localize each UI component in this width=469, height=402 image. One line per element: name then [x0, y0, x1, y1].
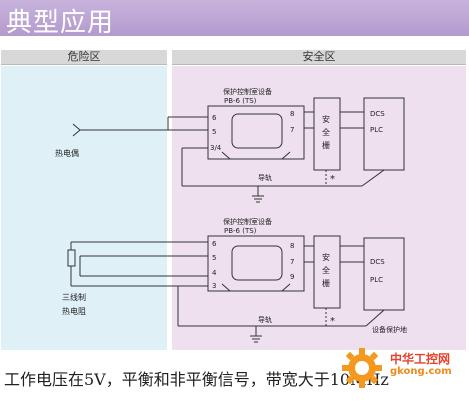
- terminal-label: 3/4: [210, 144, 222, 152]
- dcs-plc-box: [363, 237, 405, 311]
- danger-zone-header: 危险区: [1, 50, 167, 65]
- terminal-label: 7: [290, 126, 294, 134]
- terminal-label: 8: [290, 242, 294, 250]
- terminal-label: 8: [290, 110, 294, 118]
- watermark-logo: 中华工控网 gkong.com: [338, 340, 466, 398]
- terminal-label: 4: [212, 269, 217, 277]
- terminal-label: 3: [212, 282, 216, 290]
- title-bar: 典型应用: [0, 0, 469, 38]
- star-mark: *: [330, 316, 335, 327]
- barrier-char: 安: [322, 252, 330, 262]
- ground-icon: [252, 186, 264, 203]
- device-label: 保护控制室设备: [223, 87, 272, 96]
- module-body: [231, 113, 283, 149]
- dcs-label: DCS: [370, 110, 385, 118]
- terminal-label: 5: [212, 128, 216, 136]
- barrier-char: 安: [322, 114, 330, 124]
- safety-barrier: [313, 235, 341, 309]
- plc-label: PLC: [370, 276, 383, 284]
- caption: 工作电压在5V，平衡和非平衡信号，带宽大于10MHz: [4, 370, 389, 389]
- ground-icon: [250, 326, 262, 343]
- terminal-label: 6: [212, 114, 217, 122]
- star-mark: *: [330, 174, 335, 185]
- sensor-label: 热电偶: [55, 148, 79, 158]
- terminal-label: 7: [290, 258, 294, 266]
- dcs-label: DCS: [370, 258, 385, 266]
- device-label: 保护控制室设备: [223, 217, 272, 226]
- page-title: 典型应用: [6, 8, 115, 38]
- gear-icon: [342, 348, 382, 388]
- terminal-label: 9: [290, 273, 294, 281]
- watermark-text: 中华工控网: [390, 352, 451, 366]
- rail-label: 导轨: [258, 315, 272, 324]
- barrier-char: 栅: [322, 140, 330, 150]
- barrier-char: 全: [322, 265, 330, 275]
- rtd-icon: [67, 249, 76, 267]
- zone-divider: [167, 66, 171, 350]
- sensor-label-line1: 三线制: [62, 292, 86, 302]
- ground-label: 设备保护地: [372, 325, 407, 334]
- barrier-char: 全: [322, 127, 330, 137]
- thermocouple-icon: [72, 123, 81, 137]
- plc-label: PLC: [370, 126, 383, 134]
- terminal-label: 6: [212, 240, 217, 248]
- danger-zone: [1, 66, 167, 350]
- sensor-label-line2: 热电阻: [62, 306, 86, 316]
- dcs-plc-box: [363, 97, 405, 171]
- watermark-subtext: gkong.com: [390, 366, 452, 377]
- model-label: PB-6 (TS): [224, 227, 257, 235]
- diagram-2: 三线制 热电阻 保护控制室设备 PB-6 (TS) 6 5 4 3 8 7 9 …: [62, 217, 407, 343]
- model-label: PB-6 (TS): [224, 97, 257, 105]
- rail-label: 导轨: [258, 173, 272, 182]
- module-body: [231, 245, 283, 281]
- safe-zone: [172, 66, 466, 350]
- barrier-char: 栅: [322, 278, 330, 288]
- diagram-1: 热电偶 保护控制室设备 PB-6 (TS) 6 5 8 7 3/4 安 全 栅 …: [55, 87, 405, 203]
- terminal-label: 5: [212, 254, 216, 262]
- safe-zone-header: 安全区: [172, 50, 466, 65]
- safety-barrier: [313, 97, 341, 171]
